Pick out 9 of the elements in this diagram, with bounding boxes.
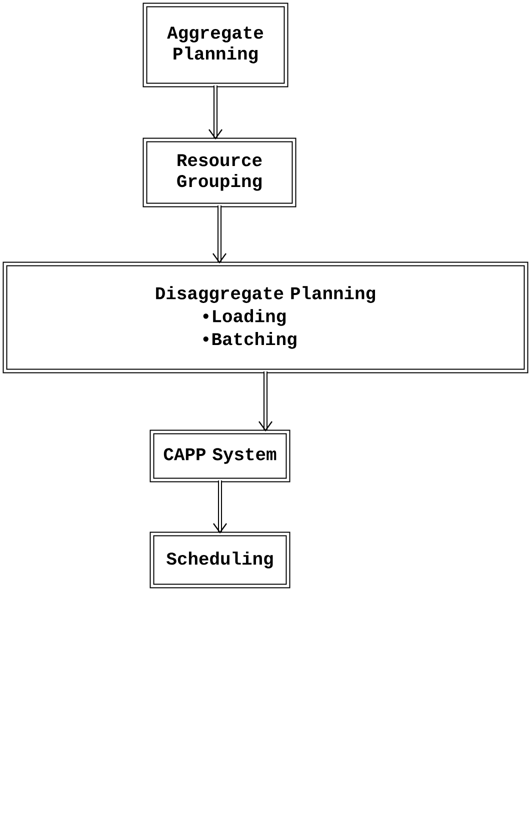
arrow xyxy=(213,480,227,534)
arrow xyxy=(212,206,226,264)
process-box: Scheduling xyxy=(150,532,290,588)
arrow xyxy=(258,372,272,432)
process-box: Aggregate Planning xyxy=(142,2,288,88)
process-box: Disaggregate Planning •Loading •Batching xyxy=(2,262,528,374)
arrow xyxy=(208,86,222,140)
process-box: CAPP System xyxy=(150,430,290,482)
process-box: Resource Grouping xyxy=(142,138,296,208)
